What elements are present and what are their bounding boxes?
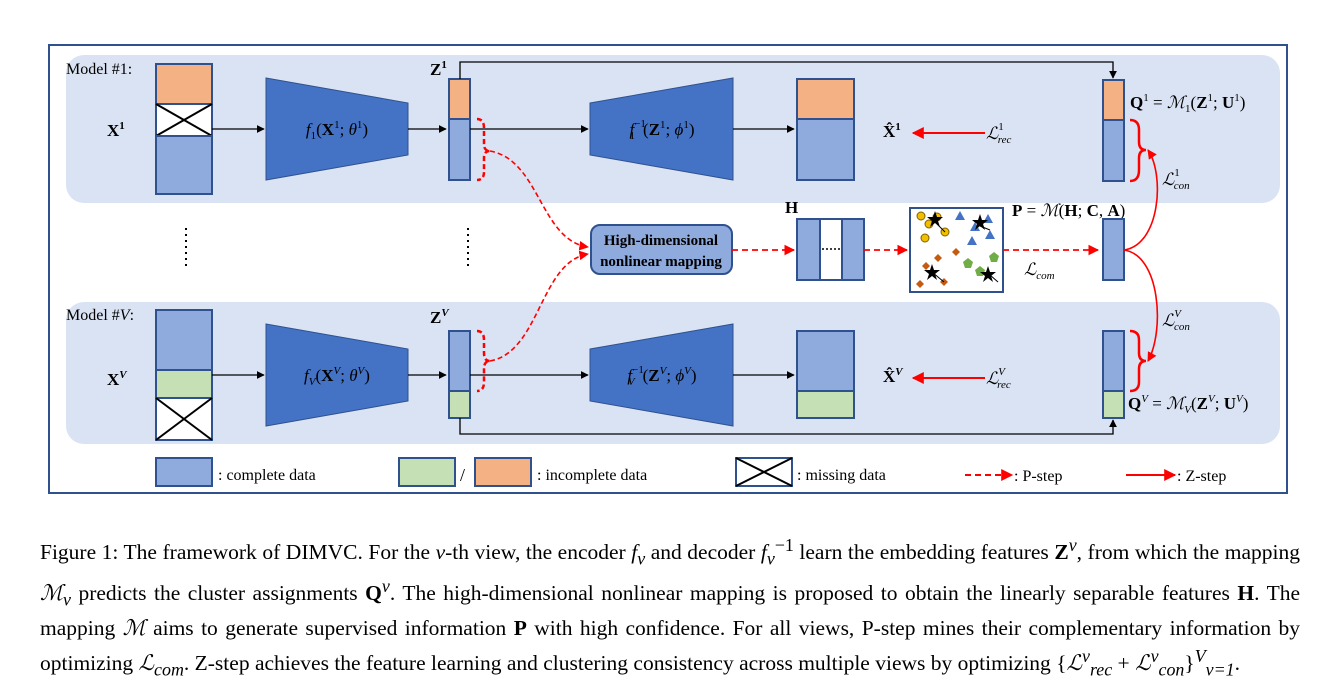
legend-complete-swatch <box>155 457 213 487</box>
connector-zv-qv <box>459 418 1117 435</box>
missing-x-icon <box>155 397 213 441</box>
legend-pstep-label: : P-step <box>1014 468 1062 485</box>
legend-missing-swatch <box>735 457 793 487</box>
zstep-arrow-p-q1 <box>1123 149 1159 251</box>
model-1-label: Model #1: <box>66 61 132 78</box>
mapping-line-1: High-dimensional <box>604 233 718 249</box>
encoder-v-block <box>265 323 409 427</box>
h-label: H <box>785 198 798 217</box>
dimvc-framework-diagram: Model #1: Model #V: X1 f1(X1; θ1) Z1 f−1… <box>48 44 1288 494</box>
connector-z1-q1 <box>459 61 1117 79</box>
legend-complete-label: : complete data <box>218 467 316 484</box>
reconstruction-1-stack <box>796 78 855 181</box>
cluster-q1-bar <box>1102 79 1125 182</box>
cluster-scatter-illustration <box>909 207 1004 293</box>
xhat1-label: X̂1 <box>883 121 901 141</box>
z1-pstep-bracket <box>476 117 491 182</box>
qv-zstep-bracket <box>1129 329 1147 393</box>
features-h-block <box>796 218 865 281</box>
legend-zstep-label: : Z-step <box>1177 468 1226 485</box>
q1-formula: Q1 = ℳ1(Z1; U1) <box>1130 92 1245 115</box>
figure-caption: Figure 1: The framework of DIMVC. For th… <box>40 535 1300 680</box>
legend: : complete data / : incomplete data : mi… <box>155 457 1226 487</box>
qv-formula: QV = ℳV(ZV; UV) <box>1128 393 1248 416</box>
cluster-qv-bar <box>1102 330 1125 419</box>
mapping-line-2: nonlinear mapping <box>600 254 722 270</box>
target-p-bar <box>1102 218 1125 281</box>
embedding-zv-bar <box>448 330 471 419</box>
legend-incomplete-swatch-orange <box>474 457 532 487</box>
loss-com: ℒcom <box>1024 260 1055 282</box>
decoder-1-block <box>589 77 734 181</box>
missing-x-icon <box>155 103 213 137</box>
p-formula: P = ℳ(H; C, A) <box>1012 201 1125 220</box>
decoder-v-block <box>589 323 734 427</box>
legend-slash: / <box>460 465 465 485</box>
legend-missing-label: : missing data <box>797 467 886 484</box>
zv-label: ZV <box>430 307 450 327</box>
embedding-z1-bar <box>448 78 471 181</box>
input-x1-stack <box>155 63 213 195</box>
legend-incomplete-swatch-green <box>398 457 456 487</box>
pstep-arrow-zv-mapping <box>489 250 589 362</box>
input-xv-stack <box>155 309 213 441</box>
reconstruction-v-stack <box>796 330 855 419</box>
model-v-label: Model #V: <box>66 307 134 324</box>
input-xv-label: XV <box>107 369 128 389</box>
q1-zstep-bracket <box>1129 118 1147 183</box>
xhatv-label: X̂V <box>883 366 904 386</box>
legend-incomplete-label: : incomplete data <box>537 467 647 484</box>
encoder-1-block <box>265 77 409 181</box>
pstep-arrow-z1-mapping <box>489 150 589 251</box>
input-x1-label: X1 <box>107 120 125 140</box>
zstep-arrow-p-qv <box>1123 249 1159 362</box>
zv-pstep-bracket <box>476 329 491 393</box>
encoder-1-label: f1(X1; θ1) <box>306 119 368 142</box>
encoder-v-label: fV(XV; θV) <box>304 365 370 388</box>
z1-label: Z1 <box>430 59 447 79</box>
